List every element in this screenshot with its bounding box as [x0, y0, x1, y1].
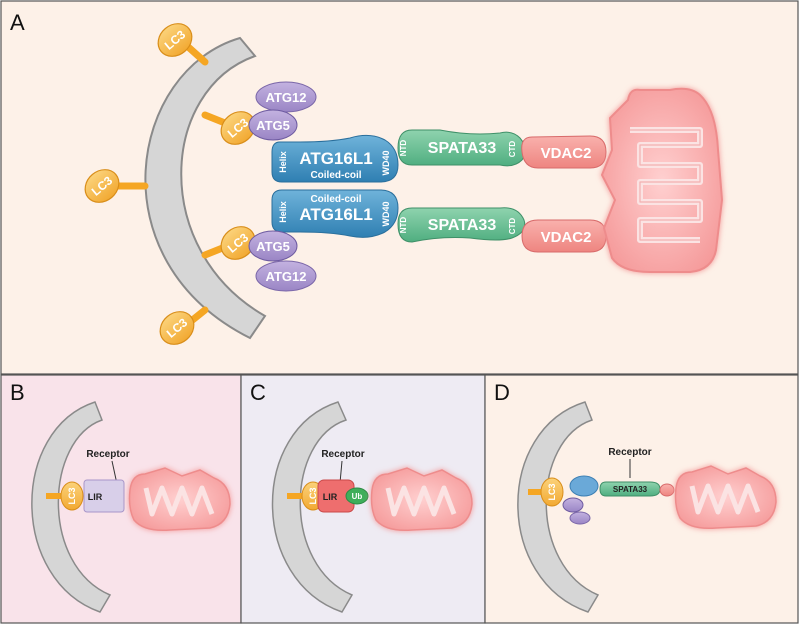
lc3-protein: LC3	[157, 23, 193, 57]
spata33-label: SPATA33	[613, 485, 648, 494]
vdac2-protein	[659, 483, 675, 497]
lc3-protein	[60, 481, 84, 511]
lc3-protein: LC3	[159, 311, 195, 345]
atg5-label: ATG5	[256, 239, 290, 254]
vdac2-label: VDAC2	[541, 145, 592, 162]
panel-c-letter: C	[250, 380, 266, 405]
vdac2-label: VDAC2	[541, 229, 592, 246]
complex-top: ATG12 ATG5 Helix ATG16L1 Coiled-coil WD4…	[248, 81, 607, 183]
spata33-protein	[397, 207, 526, 243]
panel-d-letter: D	[494, 380, 510, 405]
atg12-label: ATG12	[266, 90, 307, 105]
atg5-protein	[562, 497, 584, 513]
panel-d: D LC3 Receptor SPATA33	[484, 374, 799, 624]
wd40-label: WD40	[381, 150, 391, 175]
panel-b-letter: B	[10, 380, 25, 405]
spata33-protein	[599, 481, 661, 497]
spata33-label: SPATA33	[428, 217, 497, 234]
panel-a: A LC3 LC3 LC3 LC3 LC3	[0, 0, 799, 375]
vdac2-protein	[521, 135, 607, 169]
ctd-label: CTD	[508, 141, 517, 158]
atg16l1-label: ATG16L1	[299, 205, 372, 224]
atg16l1-protein	[271, 189, 399, 238]
receptor-label: Receptor	[608, 447, 651, 458]
panel-b: B LC3 Receptor LIR	[0, 374, 242, 624]
mitochondrion	[128, 467, 231, 532]
coiled-coil-label: Coiled-coil	[310, 194, 361, 205]
receptor-label: Receptor	[86, 449, 129, 460]
atg16l1-label: ATG16L1	[299, 149, 372, 168]
lir-label: LIR	[88, 492, 103, 502]
atg5-protein	[248, 109, 298, 141]
ntd-label: NTD	[399, 140, 408, 157]
atg12-label: ATG12	[266, 269, 307, 284]
ntd-label: NTD	[399, 217, 408, 234]
spata33-protein	[397, 129, 526, 167]
coiled-coil-label: Coiled-coil	[310, 170, 361, 181]
lc3-protein: LC3	[84, 169, 120, 203]
phagophore-membrane	[517, 401, 600, 613]
atg5-protein	[248, 230, 298, 262]
wd40-label: WD40	[381, 201, 391, 226]
lir-label: LIR	[323, 492, 338, 502]
phagophore-membrane	[271, 401, 354, 613]
lc3-protein: LC3	[220, 226, 256, 260]
phagophore-membrane	[31, 401, 112, 613]
panel-a-letter: A	[10, 10, 25, 35]
lc3-label: LC3	[67, 487, 77, 504]
atg12-protein	[255, 260, 317, 292]
atg5-label: ATG5	[256, 118, 290, 133]
lc3-protein	[540, 477, 564, 507]
mitochondrion	[674, 465, 777, 530]
ctd-label: CTD	[508, 218, 517, 235]
atg16l1-protein	[569, 475, 599, 497]
helix-label: Helix	[278, 151, 288, 173]
lc3-protein: LC3	[220, 111, 256, 145]
phagophore-membrane	[144, 36, 267, 340]
receptor-pointer	[339, 460, 343, 484]
lc3-label: LC3	[547, 483, 557, 500]
ubiquitin-protein	[345, 487, 369, 505]
panel-c: C LC3 Receptor LIR Ub	[240, 374, 486, 624]
complex-bottom: Coiled-coil ATG16L1 Helix WD40 ATG5 ATG1…	[248, 189, 607, 292]
mitochondrion	[600, 87, 724, 273]
spata33-label: SPATA33	[428, 140, 497, 157]
lc3-label: LC3	[308, 487, 318, 504]
receptor-label: Receptor	[321, 449, 364, 460]
helix-label: Helix	[278, 201, 288, 223]
atg12-protein	[569, 511, 591, 525]
mitochondrion	[370, 467, 473, 532]
ub-label: Ub	[352, 492, 363, 501]
atg16l1-protein	[271, 134, 399, 183]
receptor-protein	[83, 479, 125, 513]
